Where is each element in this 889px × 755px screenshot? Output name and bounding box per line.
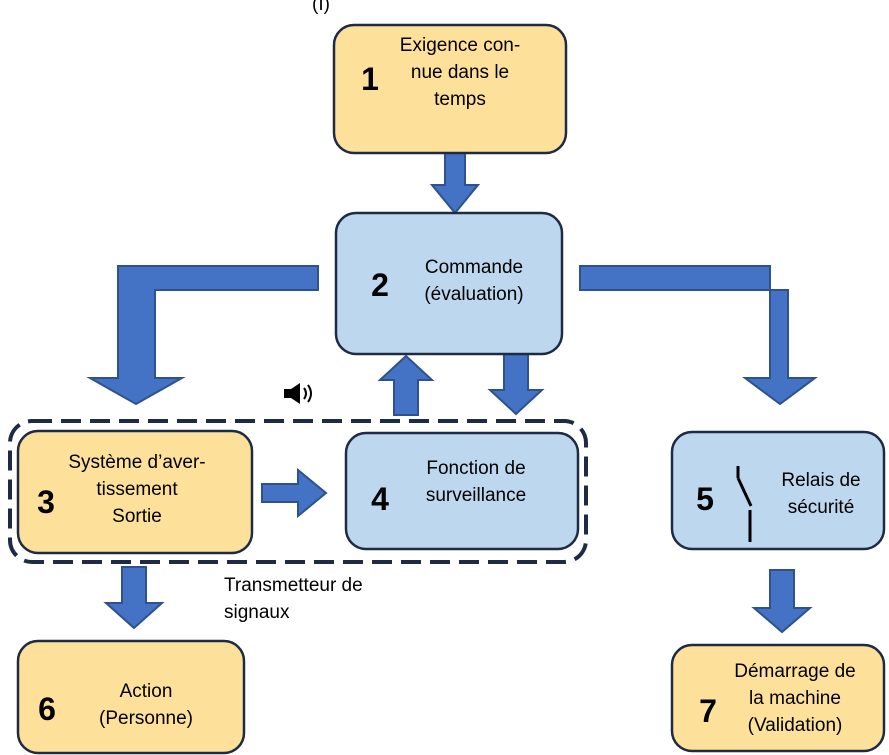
node-3-label-line: tissement (96, 479, 178, 500)
node-6-label-line: Action (120, 681, 173, 702)
node-7-label-line: (Validation) (748, 715, 843, 736)
group-label-line-1: Transmetteur de (224, 575, 363, 596)
node-4-label: Fonction de surveillance (426, 458, 526, 506)
node-4: 4 Fonction de surveillance (344, 431, 580, 551)
arrow-3-to-6 (103, 566, 165, 630)
node-3-label-line: Sortie (112, 506, 162, 527)
node-2-number: 2 (371, 267, 389, 303)
header-fragment: (I) (312, 0, 330, 15)
node-6-box (16, 639, 246, 755)
group-label: Transmetteur de signaux (224, 575, 368, 623)
node-1-label-line: nue dans le (411, 62, 509, 83)
node-1-number: 1 (361, 61, 379, 97)
node-5-box (670, 430, 886, 551)
node-1: 1 Exigence con-nue dans le temps (332, 23, 568, 155)
node-4-label-line: surveillance (426, 485, 526, 506)
node-3-number: 3 (37, 484, 55, 520)
arrow-1-to-2 (429, 151, 481, 215)
node-5-label-line: sécurité (788, 497, 855, 518)
switch-contact-icon (736, 466, 753, 542)
node-1-label-line: Exigence con- (400, 35, 520, 56)
node-5-label-line: Relais de (781, 470, 860, 491)
arrow-2-to-4 (487, 353, 545, 416)
arrow-3-to-4 (261, 467, 328, 519)
speaker-icon (284, 383, 312, 404)
node-4-number: 4 (371, 481, 389, 517)
node-2-label: Commande (évaluation) (424, 257, 523, 305)
node-3-label-line: Système d’aver- (68, 452, 205, 473)
node-3-box (16, 429, 254, 555)
node-2-label-line: Commande (425, 257, 523, 278)
signal-transmitter-group (8, 419, 588, 564)
arrow-2-to-5 (579, 265, 819, 406)
arrow-4-to-2 (377, 354, 435, 416)
node-4-label-line: Fonction de (426, 458, 525, 479)
node-5-label: Relais de sécurité (781, 470, 860, 518)
node-4-box (344, 431, 580, 551)
node-6: 6 Action (Personne) (16, 639, 246, 755)
node-7-label-line: Démarrage de (734, 661, 855, 682)
node-2-label-line: (évaluation) (424, 284, 523, 305)
group-label-line-2: signaux (224, 602, 290, 623)
node-7-number: 7 (699, 693, 717, 729)
arrow-5-to-7 (751, 569, 813, 634)
node-2: 2 Commande (évaluation) (334, 211, 564, 356)
node-5: 5 Relais de sécurité (670, 430, 886, 551)
node-6-number: 6 (38, 691, 56, 727)
node-1-box (332, 23, 568, 155)
node-2-box (334, 211, 564, 356)
node-7-label: Démarrage de la machine (Validation) (734, 661, 855, 736)
node-7: 7 Démarrage de la machine (Validation) (670, 643, 886, 753)
node-1-label: Exigence con-nue dans le temps (400, 35, 520, 110)
node-7-box (670, 643, 886, 753)
nodes: 1 Exigence con-nue dans le temps 2 Commande (… (16, 23, 886, 755)
flow-arrows (86, 151, 819, 634)
node-1-label-line: temps (434, 89, 486, 110)
node-6-label-line: (Personne) (99, 708, 193, 729)
node-7-label-line: la machine (749, 688, 841, 709)
node-5-number: 5 (696, 481, 714, 517)
node-6-label: Action (Personne) (99, 681, 193, 729)
arrow-2-to-3 (86, 265, 319, 406)
